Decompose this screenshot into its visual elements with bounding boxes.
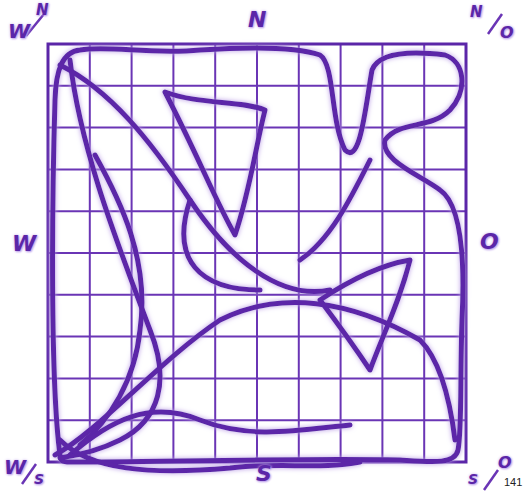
grid-line xyxy=(381,44,383,462)
page-number: 141 xyxy=(504,476,522,488)
compass-letter: N xyxy=(36,2,49,19)
compass-letter: N xyxy=(470,4,483,21)
grid-line xyxy=(48,252,466,254)
grid-line xyxy=(48,294,466,296)
grid-line xyxy=(340,44,342,462)
compass-letter: W xyxy=(12,232,36,256)
grid-line xyxy=(298,44,300,462)
compass-letter: O xyxy=(500,24,514,42)
grid xyxy=(48,44,466,462)
compass-letter: O xyxy=(480,230,499,254)
compass-letter: N xyxy=(248,8,266,32)
compass-letter: S xyxy=(468,472,478,487)
wavy-lines xyxy=(53,48,463,471)
compass-letter: W xyxy=(4,456,26,478)
compass-letter: O xyxy=(498,454,512,472)
grid-line xyxy=(48,419,466,421)
compass-letter: W xyxy=(8,20,30,42)
grid-line xyxy=(423,44,425,462)
corner-slashes xyxy=(22,14,502,490)
compass-letter: S xyxy=(256,462,272,486)
grid-border xyxy=(48,44,466,462)
grid-line xyxy=(48,336,466,338)
compass-letter: S xyxy=(34,472,44,487)
grid-line xyxy=(48,377,466,379)
